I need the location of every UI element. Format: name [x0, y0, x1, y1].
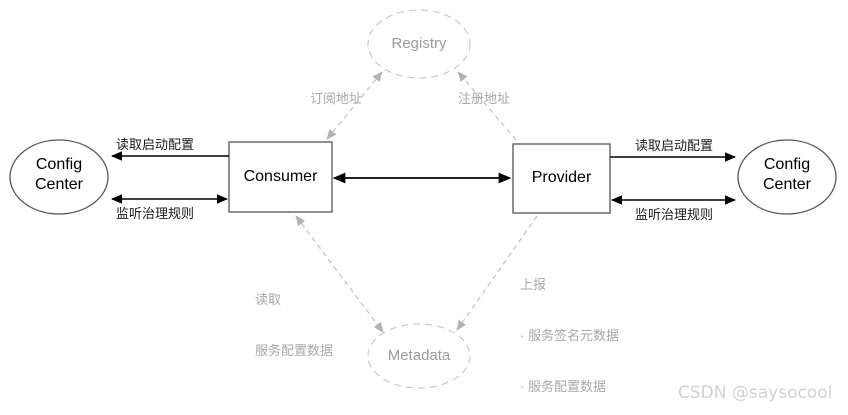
edge-consumer-metadata	[295, 215, 384, 333]
node-provider	[512, 143, 611, 214]
node-config-center-right	[737, 139, 837, 215]
node-consumer	[228, 141, 333, 213]
node-metadata	[367, 323, 471, 389]
node-registry	[367, 9, 471, 79]
edge-provider-registry	[457, 71, 517, 141]
edge-provider-metadata	[456, 215, 538, 331]
node-config-center-left	[9, 139, 109, 215]
edge-consumer-registry	[326, 71, 383, 140]
